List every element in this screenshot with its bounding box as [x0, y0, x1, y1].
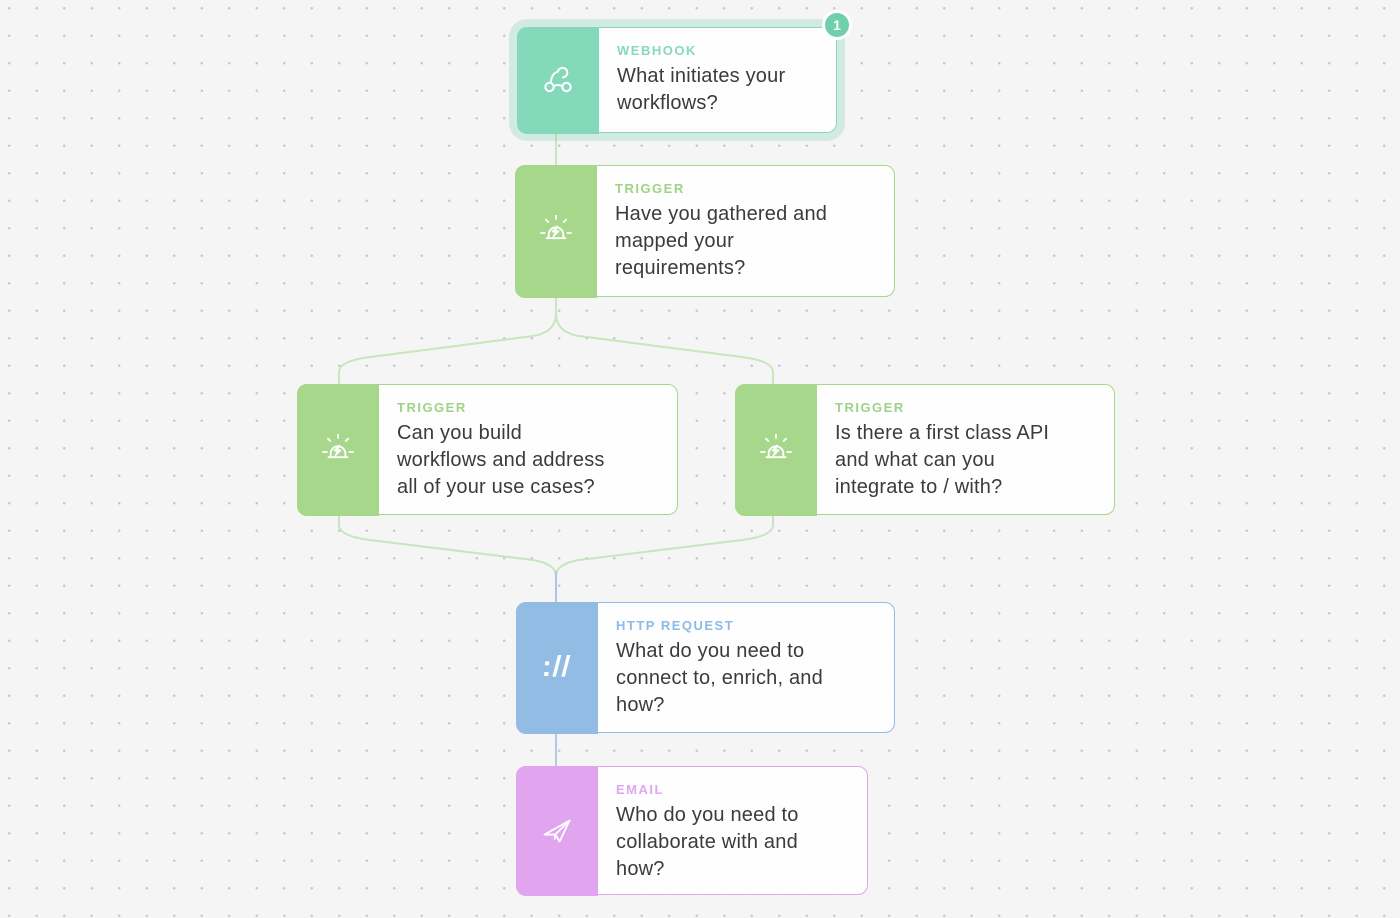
node-trigger-use-cases[interactable]: TRIGGER Can you build workflows and addr… — [296, 383, 678, 516]
connector-split-left — [338, 296, 557, 386]
siren-icon — [514, 164, 597, 298]
node-question: Is there a first class API and what can … — [835, 422, 1050, 498]
node-http-request[interactable]: :// HTTP REQUEST What do you need to con… — [515, 601, 895, 734]
node-question: What do you need to connect to, enrich, … — [616, 640, 823, 716]
http-glyph: :// — [541, 651, 573, 683]
connector-merge-right — [555, 513, 774, 604]
node-trigger-requirements[interactable]: TRIGGER Have you gathered and mapped you… — [514, 164, 895, 298]
connector-split-right — [555, 296, 774, 386]
paper-plane-icon — [515, 765, 598, 896]
node-type-label: HTTP REQUEST — [616, 618, 735, 633]
siren-icon — [734, 383, 817, 516]
node-type-label: TRIGGER — [835, 400, 905, 415]
count-badge: 1 — [822, 10, 852, 40]
http-icon: :// — [515, 601, 598, 734]
webhook-icon — [516, 26, 599, 134]
node-email[interactable]: EMAIL Who do you need to collaborate wit… — [515, 765, 868, 896]
node-type-label: WEBHOOK — [617, 43, 697, 58]
node-type-label: TRIGGER — [615, 181, 685, 196]
siren-icon — [296, 383, 379, 516]
node-type-label: EMAIL — [616, 782, 664, 797]
node-trigger-api[interactable]: TRIGGER Is there a first class API and w… — [734, 383, 1115, 516]
node-question: What initiates your workflows? — [617, 65, 786, 114]
node-question: Who do you need to collaborate with and … — [616, 804, 799, 880]
connector-merge-left — [338, 513, 557, 604]
node-question: Can you build workflows and address all … — [397, 422, 605, 498]
node-webhook[interactable]: WEBHOOK What initiates your workflows? 1 — [516, 10, 852, 134]
node-question: Have you gathered and mapped your requir… — [615, 203, 828, 279]
node-type-label: TRIGGER — [397, 400, 467, 415]
